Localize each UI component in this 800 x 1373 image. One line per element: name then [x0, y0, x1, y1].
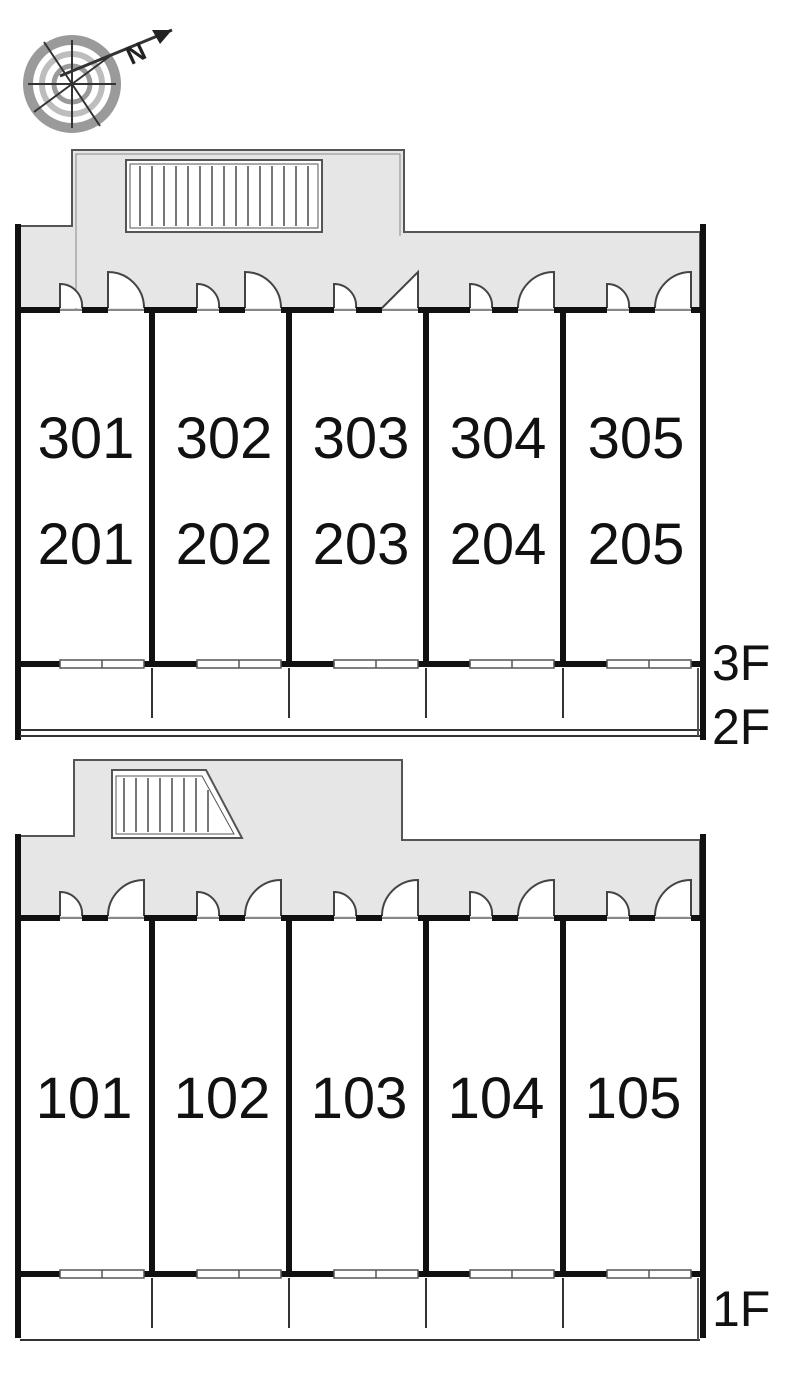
door-swing-icon: [244, 878, 282, 917]
ground-staircase-icon: [111, 769, 244, 839]
room-label: 103: [311, 1066, 408, 1131]
room-labels-2f: 201 202 203 204 205: [38, 512, 685, 577]
door-swing-icon: [469, 890, 494, 917]
door-swing-icon: [469, 282, 494, 309]
room-label: 203: [313, 512, 410, 577]
door-swing-icon: [333, 890, 358, 917]
door-swing-icon: [517, 878, 555, 917]
room-label: 301: [38, 406, 135, 471]
room-label: 205: [588, 512, 685, 577]
door-swing-icon: [59, 890, 84, 917]
room-label: 304: [450, 406, 547, 471]
floor-label-3f: 3F: [712, 635, 770, 691]
ground-doors: [59, 878, 692, 917]
room-label: 305: [588, 406, 685, 471]
upper-doors: [59, 269, 692, 309]
room-label: 204: [450, 512, 547, 577]
upper-staircase-icon: [125, 159, 323, 233]
door-swing-icon: [244, 270, 282, 309]
floor-label-2f: 2F: [712, 699, 770, 755]
compass-rose-icon: N: [23, 28, 173, 133]
room-label: 105: [585, 1066, 682, 1131]
door-swing-icon: [517, 270, 555, 309]
door-swing-icon: [59, 282, 84, 309]
door-swing-icon: [654, 270, 692, 309]
room-labels-3f: 301 302 303 304 305: [38, 406, 685, 471]
room-label: 102: [174, 1066, 271, 1131]
room-label: 202: [176, 512, 273, 577]
ground-floor-plan: 101 102 103 104 105 1F: [15, 759, 770, 1341]
door-swing-icon: [654, 878, 692, 917]
room-labels-1f: 101 102 103 104 105: [36, 1066, 682, 1131]
floor-label-1f: 1F: [712, 1281, 770, 1337]
door-swing-icon: [107, 270, 145, 309]
door-swing-icon: [196, 282, 221, 309]
upper-floor-plan: 301 302 303 304 305 201 202 203 204 205 …: [15, 149, 770, 755]
door-swing-icon: [107, 878, 145, 917]
room-label: 104: [448, 1066, 545, 1131]
door-swing-icon: [333, 282, 358, 309]
room-label: 303: [313, 406, 410, 471]
door-swing-icon: [196, 890, 221, 917]
room-label: 201: [38, 512, 135, 577]
door-swing-icon: [606, 890, 631, 917]
door-swing-icon: [606, 282, 631, 309]
door-swing-icon: [381, 269, 419, 309]
door-swing-icon: [381, 878, 419, 917]
room-label: 302: [176, 406, 273, 471]
room-label: 101: [36, 1066, 133, 1131]
